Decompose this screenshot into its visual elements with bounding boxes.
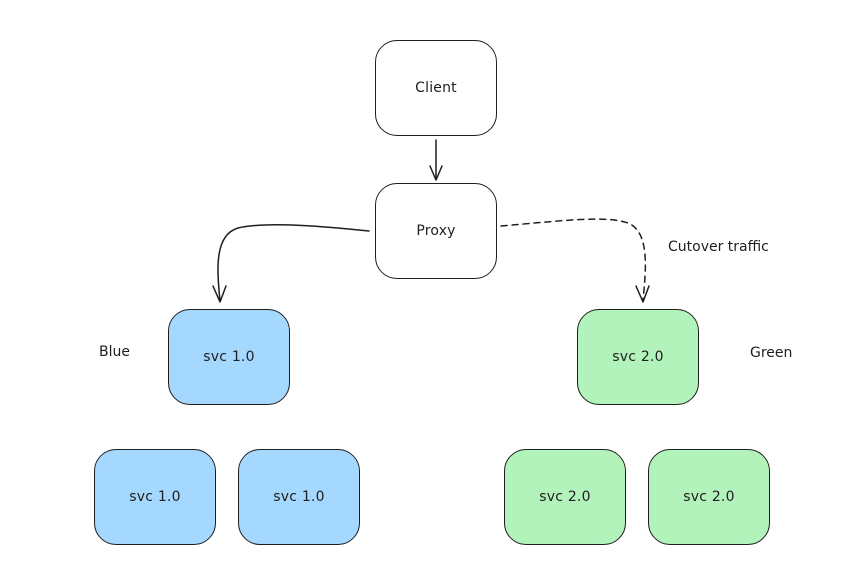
blue-replica-node-1[interactable]: svc 1.0 xyxy=(94,449,216,545)
green-svc-node-label: svc 2.0 xyxy=(612,349,664,365)
green-replica-node-1-label: svc 2.0 xyxy=(539,489,591,505)
blue-svc-node[interactable]: svc 1.0 xyxy=(168,309,290,405)
arrowhead-proxy-to-blue xyxy=(212,285,227,303)
proxy-node[interactable]: Proxy xyxy=(375,183,497,279)
proxy-node-label: Proxy xyxy=(416,223,456,239)
green-environment-label: Green xyxy=(750,345,793,361)
green-replica-node-2[interactable]: svc 2.0 xyxy=(648,449,770,545)
edge-proxy-to-blue xyxy=(217,224,370,302)
blue-svc-node-label: svc 1.0 xyxy=(203,349,255,365)
blue-replica-node-2-label: svc 1.0 xyxy=(273,489,325,505)
green-replica-node-2-label: svc 2.0 xyxy=(683,489,735,505)
arrowhead-proxy-to-green xyxy=(635,285,650,303)
client-node-label: Client xyxy=(415,80,457,96)
arrowhead-client-to-proxy xyxy=(429,165,443,181)
green-svc-node[interactable]: svc 2.0 xyxy=(577,309,699,405)
client-node[interactable]: Client xyxy=(375,40,497,136)
blue-environment-label: Blue xyxy=(99,344,130,360)
blue-replica-node-1-label: svc 1.0 xyxy=(129,489,181,505)
green-replica-node-1[interactable]: svc 2.0 xyxy=(504,449,626,545)
blue-replica-node-2[interactable]: svc 1.0 xyxy=(238,449,360,545)
edge-proxy-to-green-cutover xyxy=(500,218,647,301)
cutover-traffic-label: Cutover traffic xyxy=(668,239,769,255)
